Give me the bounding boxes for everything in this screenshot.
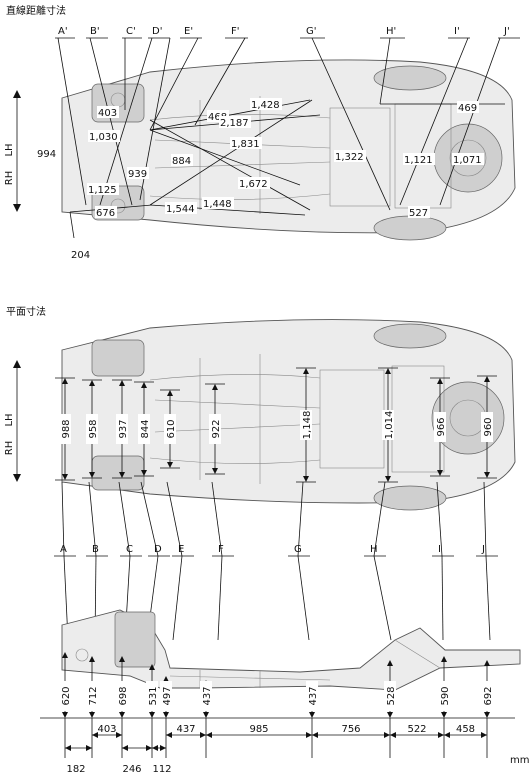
plan-point-label-g: G — [294, 544, 302, 555]
height-dim-a: 620 — [61, 686, 72, 705]
diagonal-point-label: I' — [454, 26, 460, 37]
underbody-top-view-diagonal — [61, 59, 516, 241]
height-dim-d: 531 — [148, 686, 159, 705]
diagonal-point-label: G' — [306, 26, 317, 37]
diagonal-point-label: F' — [231, 26, 240, 37]
plan-width-d: 844 — [140, 419, 151, 438]
diagonal-dim-469: 469 — [458, 103, 477, 114]
diagonal-dim-204: 204 — [71, 250, 90, 261]
diagonal-dim-468: 468 — [208, 112, 227, 123]
diagonal-dim-a-prime: 994 — [37, 149, 56, 160]
diagonal-point-label: J' — [503, 26, 510, 37]
diagonal-point-label: H' — [386, 26, 396, 37]
plan-width-c: 937 — [118, 419, 129, 438]
height-dim-f: 437 — [202, 686, 213, 705]
spacing-dim: 458 — [456, 724, 475, 735]
diagonal-dim-b-prime: 1,030 — [89, 132, 118, 143]
diagonal-dim-2187: 2,187 — [220, 118, 249, 129]
height-dim-b: 712 — [88, 686, 99, 705]
diagonal-dim-1831: 1,831 — [231, 139, 260, 150]
plan-width-i: 966 — [436, 417, 447, 436]
plan-point-label-c: C — [126, 544, 133, 555]
diagonal-dim-c-prime: 403 — [98, 108, 117, 119]
rh-label-plan: RH — [4, 441, 15, 455]
diagonal-dim-1121: 1,121 — [404, 155, 433, 166]
height-dim-h: 528 — [386, 686, 397, 705]
diagonal-dim-e-prime: 939 — [128, 169, 147, 180]
direction-arrow-plan — [13, 360, 21, 482]
plan-width-b: 958 — [88, 419, 99, 438]
plan-point-label-j: J — [481, 544, 485, 555]
diagonal-dim-1672: 1,672 — [239, 179, 268, 190]
plan-width-j: 960 — [483, 417, 494, 436]
diagonal-dim-884: 884 — [172, 156, 191, 167]
diagonal-dim-527: 527 — [409, 208, 428, 219]
spacing-dim: 182 — [66, 764, 85, 775]
plan-width-h: 1,014 — [384, 411, 395, 440]
unit-label: mm — [510, 755, 529, 766]
plan-point-label-i: I — [438, 544, 441, 555]
diagonal-measurement-lines — [57, 37, 505, 239]
plan-point-labels: A B C D E F G H I J — [54, 481, 498, 641]
spacing-dim: 112 — [152, 764, 171, 775]
plan-point-label-d: D — [154, 544, 162, 555]
diagonal-dim-1322: 1,322 — [335, 152, 364, 163]
plan-point-label-e: E — [178, 544, 184, 555]
diagonal-point-label: C' — [126, 26, 136, 37]
spacing-dim: 437 — [176, 724, 195, 735]
diagonal-point-label: D' — [152, 26, 162, 37]
lh-label-top: LH — [4, 143, 15, 156]
diagonal-point-labels: A' B' C' D' E' F' G' H' I' J' — [58, 26, 510, 37]
spacing-dim: 403 — [97, 724, 116, 735]
plan-point-label-b: B — [92, 544, 99, 555]
lh-label-plan: LH — [4, 413, 15, 426]
height-dim-g: 437 — [308, 686, 319, 705]
height-dim-j: 692 — [483, 686, 494, 705]
diagonal-point-label: E' — [184, 26, 193, 37]
diagonal-dim-1071: 1,071 — [453, 155, 482, 166]
spacing-dim: 522 — [407, 724, 426, 735]
underbody-side-view — [61, 609, 521, 691]
diagonal-dim-676: 676 — [96, 208, 115, 219]
plan-width-e: 610 — [166, 419, 177, 438]
plan-width-a: 988 — [61, 419, 72, 438]
spacing-dim: 246 — [122, 764, 141, 775]
diagonal-dim-1428: 1,428 — [251, 100, 280, 111]
height-dim-c: 698 — [118, 686, 129, 705]
spacing-dim: 985 — [249, 724, 268, 735]
direction-arrow-top — [13, 90, 21, 212]
diagonal-section-title: 直線距離寸法 — [6, 6, 66, 17]
spacing-dim: 756 — [341, 724, 360, 735]
underbody-top-view-plan — [61, 319, 516, 511]
diagonal-dim-d-prime: 1,125 — [88, 185, 117, 196]
plan-section-title: 平面寸法 — [6, 307, 46, 318]
plan-point-label-f: F — [218, 544, 224, 555]
plan-width-f: 922 — [211, 419, 222, 438]
plan-point-label-a: A — [60, 544, 67, 555]
diagonal-dim-1544: 1,544 — [166, 204, 195, 215]
diagonal-dimension-values: 994 1,030 403 1,125 939 676 204 884 1,54… — [36, 98, 484, 261]
plan-point-label-h: H — [370, 544, 378, 555]
plan-width-g: 1,148 — [302, 411, 313, 440]
spacing-dimensions: 403 437 985 756 522 458 182 246 112 — [64, 718, 488, 775]
diagonal-point-label: B' — [90, 26, 100, 37]
rh-label-top: RH — [4, 171, 15, 185]
plan-width-dimensions: 988 958 937 844 610 922 1,148 1,014 966 960 — [55, 367, 497, 483]
diagonal-point-label: A' — [58, 26, 68, 37]
height-dim-e: 497 — [162, 686, 173, 705]
height-dim-i: 590 — [440, 686, 451, 705]
diagonal-dim-1448: 1,448 — [203, 199, 232, 210]
